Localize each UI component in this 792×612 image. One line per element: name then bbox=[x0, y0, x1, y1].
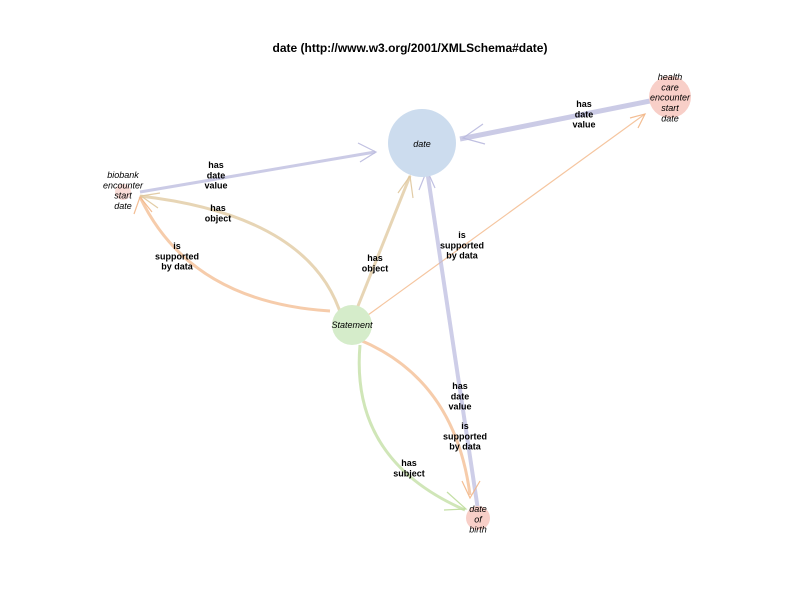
arrowhead bbox=[139, 192, 161, 209]
arrowheads bbox=[133, 113, 647, 511]
arrowhead bbox=[443, 491, 468, 511]
edge-is-supported-health bbox=[367, 113, 646, 316]
arrowhead bbox=[133, 195, 153, 215]
edge-has-date-value-biobank bbox=[139, 150, 376, 194]
arrowhead bbox=[357, 142, 378, 163]
node-date[interactable] bbox=[388, 109, 456, 177]
edge-is-supported-birth bbox=[359, 338, 472, 496]
nodes bbox=[115, 76, 691, 530]
edge-has-date-value-birth bbox=[425, 169, 480, 511]
arrowhead bbox=[397, 174, 414, 199]
arrowhead bbox=[461, 123, 486, 145]
node-biobank-encounter-start-date[interactable] bbox=[115, 184, 131, 200]
arrowhead bbox=[461, 480, 481, 500]
node-health-care-encounter-start-date[interactable] bbox=[649, 76, 691, 118]
node-statement[interactable] bbox=[332, 305, 372, 345]
edge-has-subject-birth bbox=[357, 344, 466, 512]
node-label-date: date bbox=[413, 139, 431, 149]
arrowhead bbox=[629, 113, 647, 129]
graph-title: date (http://www.w3.org/2001/XMLSchema#d… bbox=[273, 41, 548, 55]
node-date-of-birth[interactable] bbox=[466, 506, 490, 530]
edge-has-object-biobank bbox=[139, 194, 344, 319]
edge-has-object-date bbox=[354, 175, 412, 312]
edge-is-supported-biobank bbox=[138, 196, 331, 313]
node-label-statement: Statement bbox=[331, 320, 373, 330]
edges bbox=[138, 98, 651, 512]
edge-has-date-value-health bbox=[459, 98, 651, 142]
